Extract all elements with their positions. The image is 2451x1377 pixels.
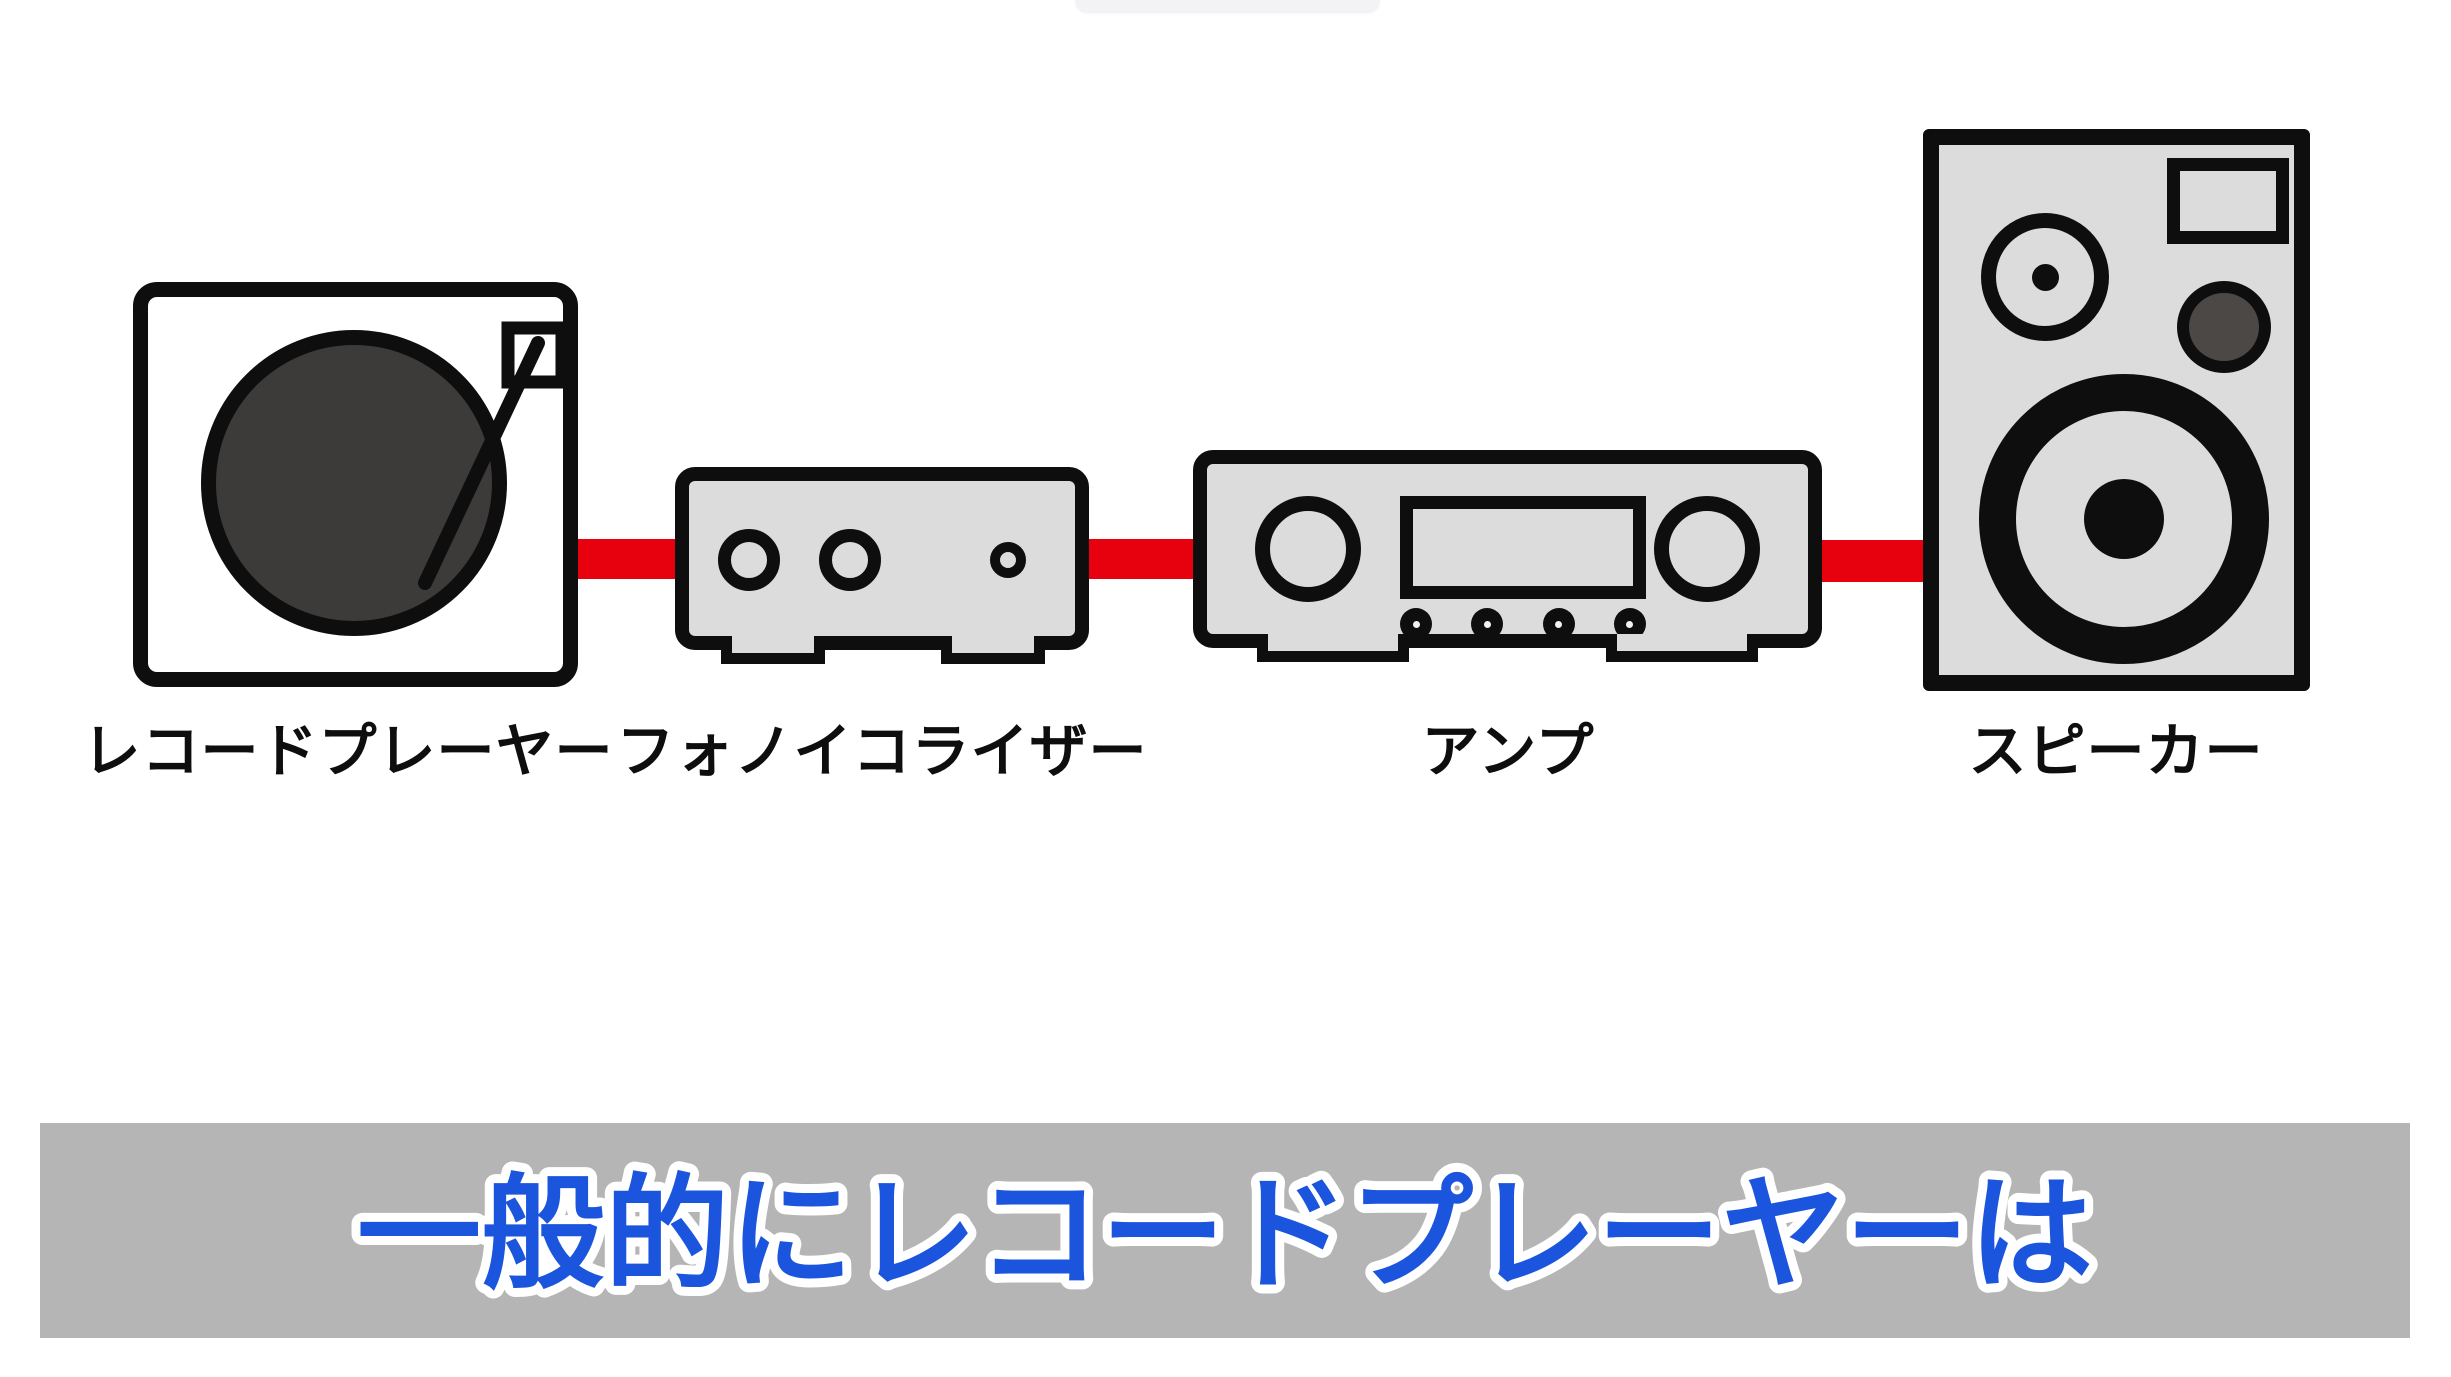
amp-knob-left — [1255, 496, 1361, 602]
amplifier-label: アンプ — [1421, 719, 1595, 784]
caption-text: 一般的にレコードプレーヤーは — [357, 1166, 2093, 1304]
phono-knob-small — [990, 542, 1026, 578]
cable-phono-to-amp — [1078, 539, 1206, 579]
amp-button-3 — [1542, 608, 1575, 640]
amp-knob-right — [1654, 496, 1760, 602]
amp-foot-right — [1606, 634, 1758, 662]
caption-svg: 一般的にレコードプレーヤーは — [348, 1157, 2102, 1313]
phono-knob-1 — [718, 529, 780, 591]
tonearm-arm — [418, 336, 545, 590]
phono-knob-2 — [819, 529, 881, 591]
phono-foot-left — [721, 636, 825, 664]
amp-display — [1400, 496, 1646, 599]
speaker-woofer-icon — [1979, 374, 2269, 664]
amp-button-row — [1400, 607, 1646, 641]
tonearm-icon — [418, 321, 563, 590]
cable-turntable-to-phono — [566, 539, 690, 579]
speaker-illustration — [1923, 129, 2310, 691]
phono-equalizer-label: フォノイコライザー — [616, 719, 1148, 784]
speaker-tweeter-icon — [1981, 213, 2109, 341]
phono-foot-right — [941, 636, 1045, 664]
turntable-label: レコードプレーヤー — [82, 719, 614, 784]
turntable-illustration — [133, 282, 578, 687]
speaker-label: スピーカー — [1968, 719, 2264, 784]
top-tooltip-remnant — [1075, 0, 1380, 13]
amp-foot-left — [1257, 634, 1409, 662]
caption-bar: 一般的にレコードプレーヤーは — [40, 1123, 2410, 1338]
amplifier-illustration — [1193, 450, 1822, 662]
speaker-mid-driver-icon — [2177, 281, 2271, 373]
phono-equalizer-illustration — [675, 467, 1089, 664]
cable-amp-to-speaker — [1810, 540, 1936, 582]
amp-button-2 — [1471, 608, 1504, 640]
speaker-port — [2167, 158, 2289, 244]
